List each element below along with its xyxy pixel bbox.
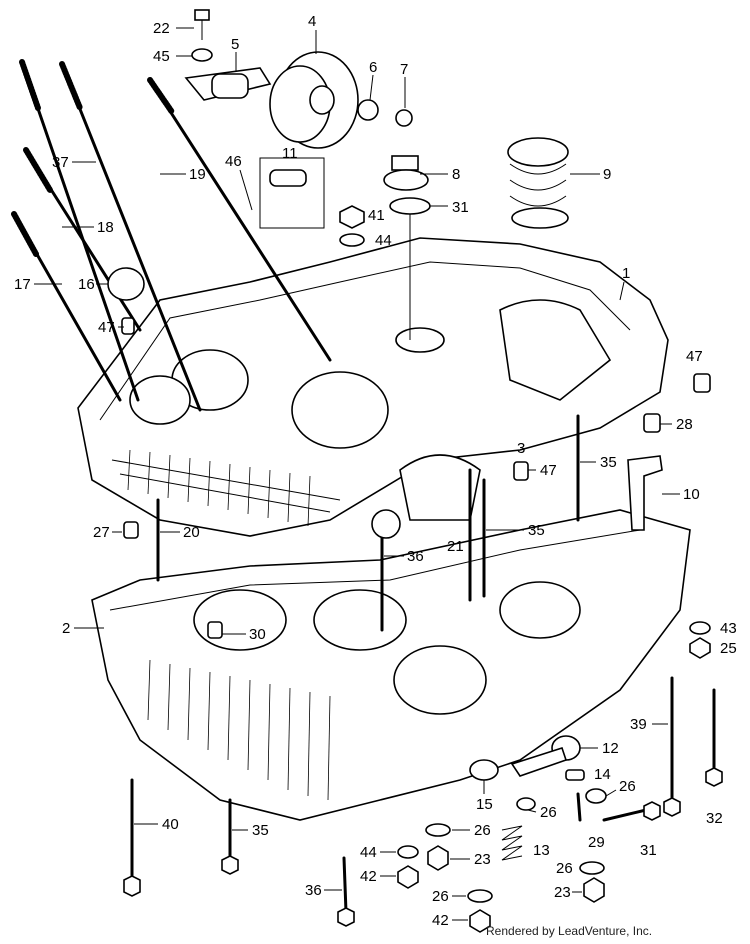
callout-46: 46 [225, 153, 242, 170]
callout-25: 26 [619, 778, 636, 795]
callout-12: 12 [602, 740, 619, 757]
callout-37: 40 [162, 816, 179, 833]
callout-28: 27 [93, 524, 110, 541]
callout-3: 3 [517, 440, 525, 457]
callouts: 22 4 5 45 6 7 11 46 8 9 37 19 41 31 44 1… [14, 13, 737, 929]
callout-11: 11 [282, 145, 298, 162]
loose-parts [107, 9, 723, 933]
cylinder-studs [11, 59, 332, 412]
callout-26-right: 26 [556, 860, 573, 877]
render-credit: Rendered by LeadVenture, Inc. [486, 924, 653, 938]
callout-43: 43 [720, 620, 737, 637]
callout-23-left: 23 [474, 851, 491, 868]
callout-47-left: 47 [98, 319, 115, 336]
callout-2: 2 [62, 620, 70, 637]
callout-19: 19 [189, 166, 206, 183]
callout-36: 39 [630, 716, 647, 733]
callout-22: 22 [153, 20, 170, 37]
callout-33: 31 [640, 842, 657, 859]
callout-42-bottom-left: 42 [360, 868, 377, 885]
callout-29: 28 [676, 416, 693, 433]
callout-21: 21 [447, 538, 464, 555]
callout-24: 25 [720, 640, 737, 657]
callout-15: 15 [476, 796, 493, 813]
callout-7: 7 [400, 61, 408, 78]
callout-8: 8 [452, 166, 460, 183]
callout-42-bottom: 42 [432, 912, 449, 929]
callout-27: 26 [540, 804, 557, 821]
callout-35-left: 35 [252, 822, 269, 839]
callout-26-bottom: 26 [432, 888, 449, 905]
callout-42: 41 [368, 207, 385, 224]
callout-44: 44 [375, 232, 392, 249]
upper-crankcase [77, 237, 669, 537]
callout-10: 10 [683, 486, 700, 503]
callout-26-top: 26 [474, 822, 491, 839]
callout-32: 29 [588, 834, 605, 851]
callout-31: 31 [452, 199, 469, 216]
callout-45: 45 [153, 48, 170, 65]
callout-23-right: 23 [554, 884, 571, 901]
callout-40: 36 [407, 548, 424, 565]
callout-9: 9 [603, 166, 611, 183]
callout-44-bottom: 44 [360, 844, 377, 861]
callout-30: 30 [249, 626, 266, 643]
callout-20: 20 [183, 524, 200, 541]
callout-5: 5 [231, 36, 239, 53]
callout-35-bottom: 36 [305, 882, 322, 899]
callout-18: 18 [97, 219, 114, 236]
lower-crankcase [91, 509, 691, 821]
callout-47-center: 47 [540, 462, 557, 479]
callout-14: 14 [594, 766, 611, 783]
callout-41: 37 [52, 154, 69, 171]
callout-6: 6 [369, 59, 377, 76]
callout-34: 32 [706, 810, 723, 827]
callout-1: 1 [622, 265, 630, 282]
callout-39: 35 [528, 522, 545, 539]
callout-16: 16 [78, 276, 95, 293]
callout-4: 4 [308, 13, 316, 30]
callout-47-right-top: 47 [686, 348, 703, 365]
callout-38: 35 [600, 454, 617, 471]
callout-13: 13 [533, 842, 550, 859]
callout-17: 17 [14, 276, 31, 293]
